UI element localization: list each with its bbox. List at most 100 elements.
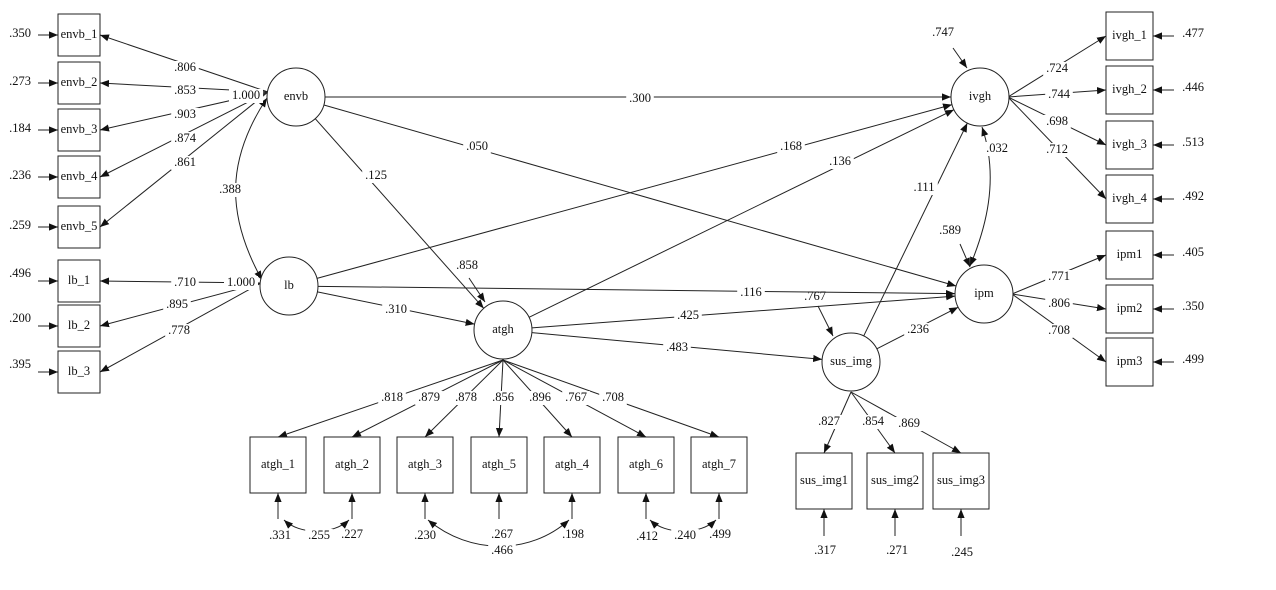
latent-label-envb: envb (284, 89, 308, 103)
latent-label-ipm: ipm (974, 286, 994, 300)
indicator-label-ivgh_2: ivgh_2 (1112, 82, 1147, 96)
error-value-envb_2: .273 (9, 74, 31, 88)
error-value-atgh_1: .331 (269, 528, 291, 542)
loading-envb_5: .861 (174, 155, 196, 169)
loading-atgh_3: .878 (455, 390, 477, 404)
loading-ipm2: .806 (1048, 296, 1070, 310)
loading-envb_1-bg (171, 61, 199, 75)
loading-sus_img1: .827 (818, 414, 840, 428)
loading-sus_img2: .854 (862, 414, 885, 428)
path-label-lb-ivgh: .168 (780, 139, 802, 153)
path-label-envb-ipm: .050 (466, 139, 488, 153)
indicator-label-envb_5: envb_5 (61, 219, 98, 233)
path-label-lb-ivgh-bg (777, 140, 805, 154)
indicator-label-ipm3: ipm3 (1117, 354, 1143, 368)
indicator-label-atgh_3: atgh_3 (408, 457, 442, 471)
loading-envb_2: .853 (174, 83, 196, 97)
loading-ipm3: .708 (1048, 323, 1070, 337)
path-label-envb-atgh: .125 (365, 168, 387, 182)
path-atgh-to-ipm (531, 293, 956, 329)
indicator-box-ivgh_1 (1105, 11, 1154, 61)
indicator-label-atgh_7: atgh_7 (702, 457, 736, 471)
indicator-label-envb_4: envb_4 (61, 169, 99, 183)
error-value-sus_img3: .245 (951, 545, 973, 559)
disturbance-arrow-ipm (959, 243, 971, 268)
indicator-box-lb_2 (57, 304, 101, 348)
path-label-envb-atgh-bg (362, 169, 390, 183)
loading-atgh_6: .767 (565, 390, 587, 404)
loading-atgh_6-bg (562, 391, 590, 405)
error-value-ivgh_2: .446 (1182, 80, 1204, 94)
error-value-atgh_6: .412 (636, 529, 658, 543)
loading-atgh_2: .879 (418, 390, 440, 404)
variance-lb: 1.000 (227, 275, 255, 289)
disturbance-arrow-atgh (468, 277, 486, 303)
loading-envb_3-bg (171, 108, 199, 122)
disturbance-arrow-sus-img (817, 305, 834, 337)
loading-ivgh_1: .724 (1046, 61, 1069, 75)
path-label-atgh-sus-img: .483 (666, 340, 688, 354)
error-value-ivgh_1: .477 (1182, 26, 1204, 40)
latent-atgh (473, 300, 533, 360)
loading-envb_5-bg (171, 156, 199, 170)
loading-atgh_7-bg (599, 391, 627, 405)
loading-atgh_1-bg (378, 391, 406, 405)
error-value-atgh_4: .198 (562, 527, 584, 541)
loading-atgh_5: .856 (492, 390, 514, 404)
error-value-sus_img2: .271 (886, 543, 908, 557)
indicator-box-atgh_7 (690, 436, 748, 494)
latent-sus-img (821, 332, 881, 392)
loading-lb_2: .895 (166, 297, 188, 311)
variance-envb-bg (229, 89, 263, 103)
covariance-label-envb-lb: .388 (219, 182, 241, 196)
loading-atgh_1: .818 (381, 390, 403, 404)
indicator-box-ivgh_4 (1105, 174, 1154, 224)
error-value-ipm1: .405 (1182, 245, 1204, 259)
loading-atgh_4: .896 (529, 390, 551, 404)
loading-lb_3: .778 (168, 323, 190, 337)
latent-envb (266, 67, 326, 127)
path-label-lb-atgh: .310 (385, 302, 407, 316)
loading-ivgh_2-bg (1045, 88, 1073, 102)
indicator-label-ipm2: ipm2 (1117, 301, 1143, 315)
loading-lb_2-bg (163, 298, 191, 312)
indicator-box-atgh_5 (470, 436, 528, 494)
loading-atgh_3-bg (452, 391, 480, 405)
loading-ivgh_4-bg (1043, 143, 1071, 157)
error-value-envb_4: .236 (9, 168, 31, 182)
error-value-lb_3: .395 (9, 357, 31, 371)
indicator-label-lb_1: lb_1 (68, 273, 90, 287)
indicator-label-atgh_5: atgh_5 (482, 457, 516, 471)
path-label-atgh-sus-img-bg (663, 341, 691, 355)
indicator-box-envb_5 (57, 205, 101, 249)
loading-sus_img3: .869 (898, 416, 920, 430)
indicator-box-ipm2 (1105, 284, 1154, 334)
labels-layer: envb_1.350envb_2.273envb_3.184envb_4.236… (9, 25, 1204, 559)
indicator-label-atgh_2: atgh_2 (335, 457, 369, 471)
covariance-label-e-atgh3-atgh4: .466 (491, 543, 513, 557)
r-squared-sus-img: .767 (804, 289, 826, 303)
path-label-lb-ipm-bg (737, 286, 765, 300)
path-label-lb-ipm: .116 (740, 285, 761, 299)
path-label-atgh-ivgh-bg (826, 155, 854, 169)
indicator-label-envb_3: envb_3 (61, 122, 98, 136)
indicator-box-envb_1 (57, 13, 101, 57)
path-sus-img-to-ivgh (863, 122, 968, 337)
indicator-box-ivgh_3 (1105, 120, 1154, 170)
indicator-label-envb_1: envb_1 (61, 27, 98, 41)
r-squared-atgh: .858 (456, 258, 478, 272)
error-value-atgh_5: .267 (491, 527, 513, 541)
indicator-label-lb_2: lb_2 (68, 318, 90, 332)
latent-label-ivgh: ivgh (969, 89, 992, 103)
path-label-atgh-ipm: .425 (677, 308, 699, 322)
path-label-sus-img-ipm-bg (904, 323, 932, 337)
loading-ipm2-bg (1045, 297, 1073, 311)
indicator-box-atgh_3 (396, 436, 454, 494)
loading-sus_img1-bg (815, 415, 843, 429)
loading-envb_2-bg (171, 84, 199, 98)
loading-lb_3-bg (165, 324, 193, 338)
path-label-atgh-ipm-bg (674, 309, 702, 323)
error-value-envb_1: .350 (9, 26, 31, 40)
path-label-sus-img-ivgh-bg (910, 181, 938, 195)
nodes-layer (57, 11, 1154, 510)
